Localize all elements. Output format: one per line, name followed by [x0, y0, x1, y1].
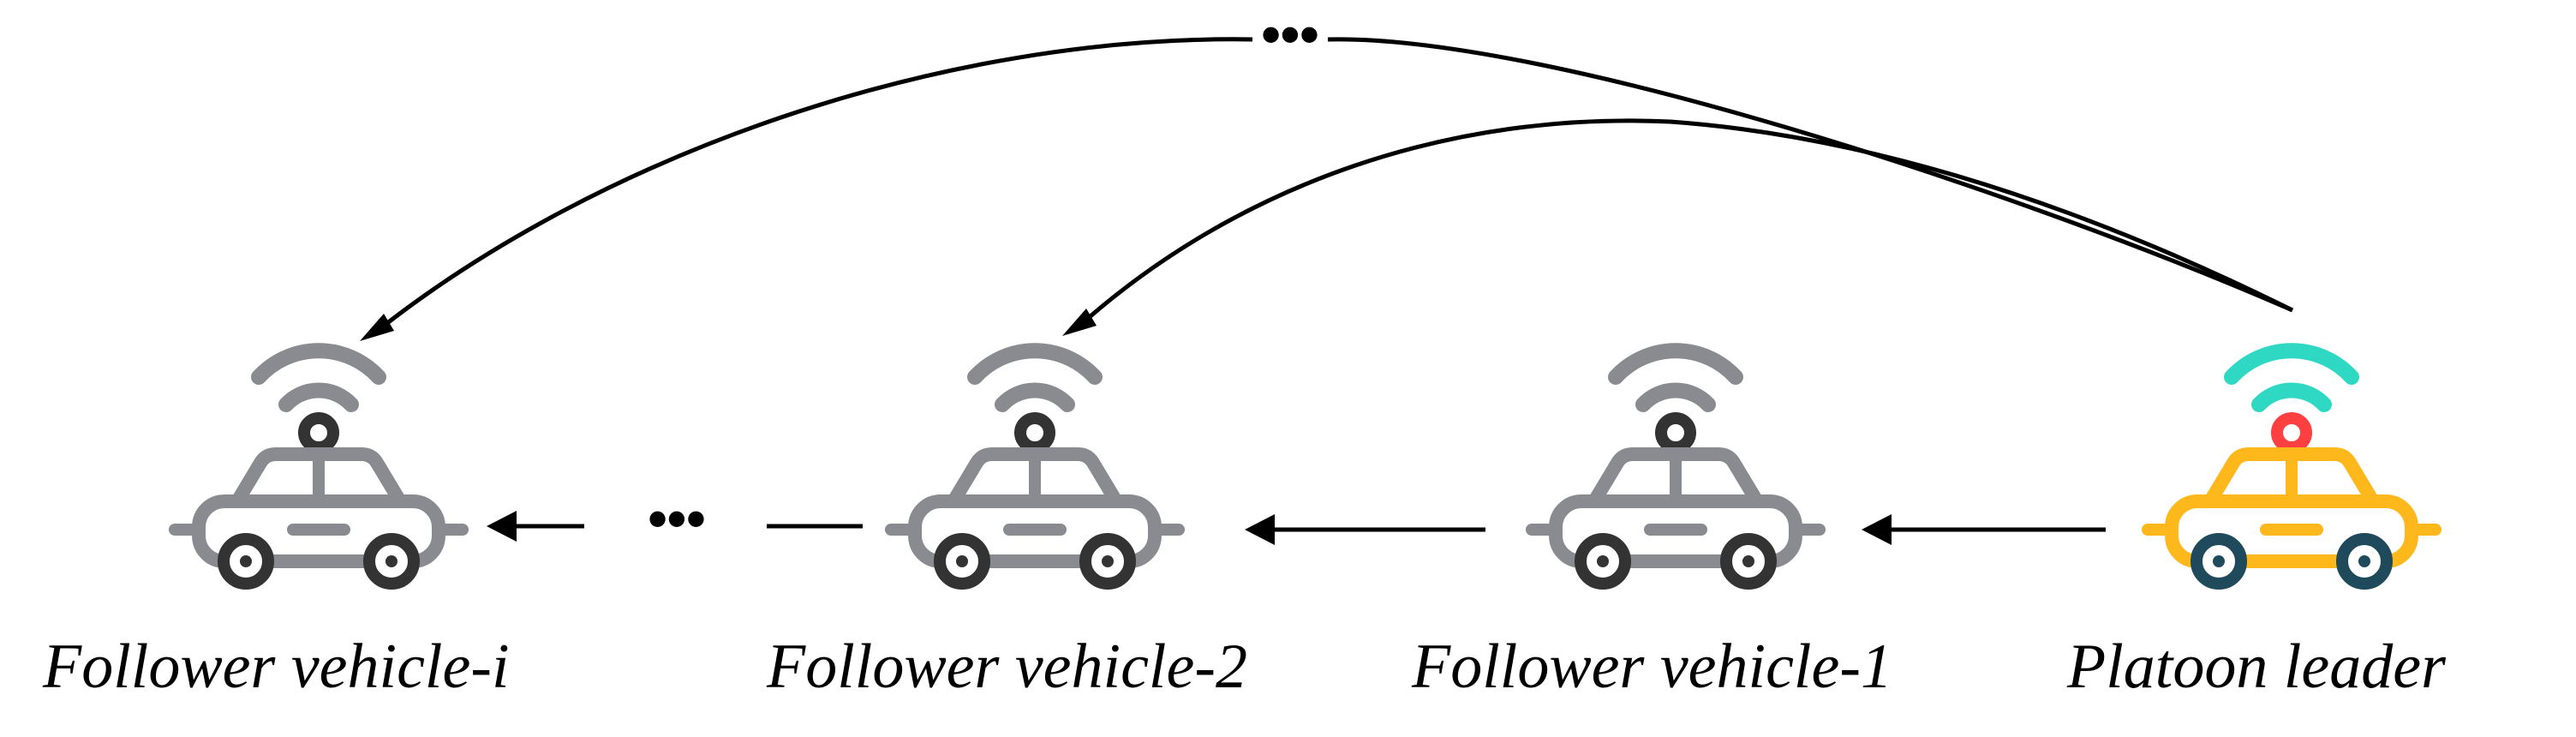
label-follower-vehicle-2: Follower vehicle-2: [766, 632, 1247, 702]
car-icon-follower-vehicle-2: [885, 343, 1185, 590]
arrowhead-to-vehicle-i: [360, 314, 394, 341]
signal-wave-inner: [995, 382, 1075, 412]
wheel-hub: [240, 555, 252, 567]
signal-wave-outer: [1608, 343, 1743, 385]
signal-wave-inner: [278, 382, 359, 412]
wheel-hub: [1102, 555, 1114, 567]
wheel-hub: [386, 555, 397, 567]
wheel-hub: [956, 555, 968, 567]
signal-wave-outer: [251, 343, 386, 385]
wheel-hub: [2358, 555, 2370, 567]
antenna-icon: [298, 412, 339, 453]
row-ellipsis: •••: [648, 488, 705, 549]
arrowhead-to-vehicle-2: [1062, 309, 1097, 336]
arrow-leader-to-vehicle-1-head: [1862, 514, 1892, 545]
arrow-vehicle-1-to-vehicle-2-head: [1245, 514, 1275, 545]
antenna-icon: [1655, 412, 1696, 453]
car-icon-follower-vehicle-1: [1526, 343, 1826, 590]
antenna-icon: [1014, 412, 1055, 453]
signal-wave-inner: [1635, 382, 1716, 412]
wheel-hub: [2213, 555, 2225, 567]
wheel-hub: [1597, 555, 1609, 567]
antenna-icon: [2271, 412, 2312, 453]
car-icon-follower-vehicle-i: [169, 343, 469, 590]
signal-wave-inner: [2251, 382, 2332, 412]
label-follower-vehicle-1: Follower vehicle-1: [1411, 632, 1892, 702]
label-platoon-leader: Platoon leader: [2066, 632, 2447, 702]
arrow-to-vehicle-i-head: [487, 511, 517, 542]
wheel-hub: [1742, 555, 1754, 567]
label-follower-vehicle-i: Follower vehicle-i: [42, 632, 510, 702]
signal-wave-outer: [2224, 343, 2359, 385]
signal-wave-outer: [967, 343, 1103, 385]
broadcast-arc-to-vehicle-i: [374, 37, 2293, 334]
top-ellipsis: •••: [1261, 3, 1318, 65]
car-icon-platoon-leader: [2142, 343, 2442, 590]
broadcast-arc-to-vehicle-2: [1076, 118, 2294, 329]
